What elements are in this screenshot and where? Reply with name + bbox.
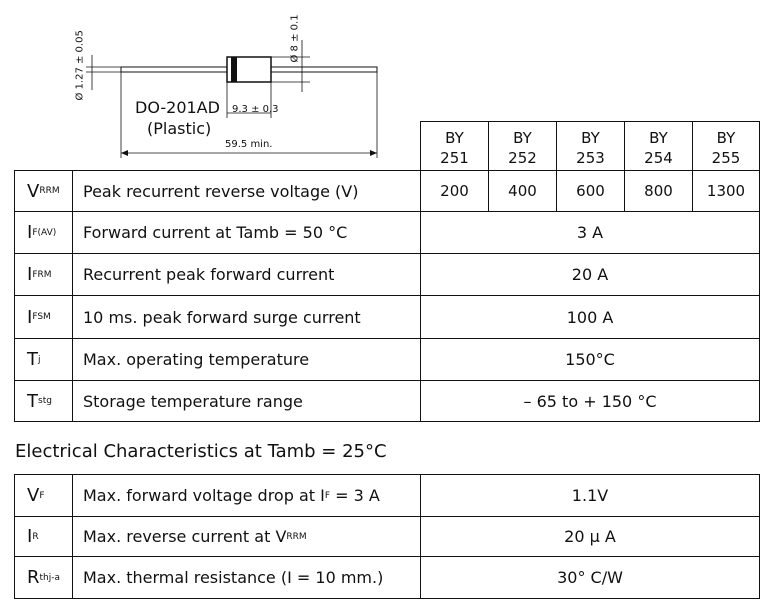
- table-row-description: 10 ms. peak forward surge current: [83, 307, 361, 327]
- table-cell-value: 20 µ A: [564, 527, 616, 546]
- body-diameter-label: Ø 8 ± 0.1: [289, 14, 301, 63]
- package-name: DO-201AD: [135, 98, 220, 117]
- table-cell-value: 3 A: [576, 223, 604, 242]
- table-cell-value: 800: [644, 182, 673, 200]
- table-cell-value: 600: [576, 182, 605, 200]
- table-row-description: Recurrent peak forward current: [83, 265, 335, 284]
- diode-outline-drawing: [86, 40, 378, 158]
- table-cell-value: 100 A: [566, 307, 614, 327]
- table-cell-value: 400: [508, 182, 537, 200]
- package-material: (Plastic): [147, 119, 212, 138]
- table-cell-value: 20 A: [571, 265, 609, 284]
- table-cell-value: 200: [440, 182, 469, 200]
- table-row-description: Max. thermal resistance (I = 10 mm.): [83, 568, 384, 587]
- lead-diameter-label: Ø 1.27 ± 0.05: [74, 30, 86, 101]
- table-cell-value: 30° C/W: [557, 568, 623, 587]
- table-row-description: Peak recurrent reverse voltage (V): [83, 181, 359, 201]
- table-row-description: Forward current at Tamb = 50 °C: [83, 223, 348, 242]
- electrical-characteristics-title: Electrical Characteristics at Tamb = 25°…: [15, 441, 387, 462]
- table-cell-value: 1.1V: [571, 486, 609, 505]
- total-length-label: 59.5 min.: [225, 139, 273, 150]
- table-cell-value: 1300: [706, 182, 746, 200]
- table-cell-value: – 65 to + 150 °C: [523, 391, 657, 411]
- table-row-description: Max. operating temperature: [83, 350, 310, 369]
- table-cell-value: 150°C: [565, 350, 615, 369]
- package-drawing: Ø 1.27 ± 0.05 Ø 8 ± 0.1 DO-201AD (Plasti…: [0, 0, 400, 165]
- body-length-label: 9.3 ± 0.3: [232, 104, 279, 115]
- table-row-description: Storage temperature range: [83, 391, 303, 411]
